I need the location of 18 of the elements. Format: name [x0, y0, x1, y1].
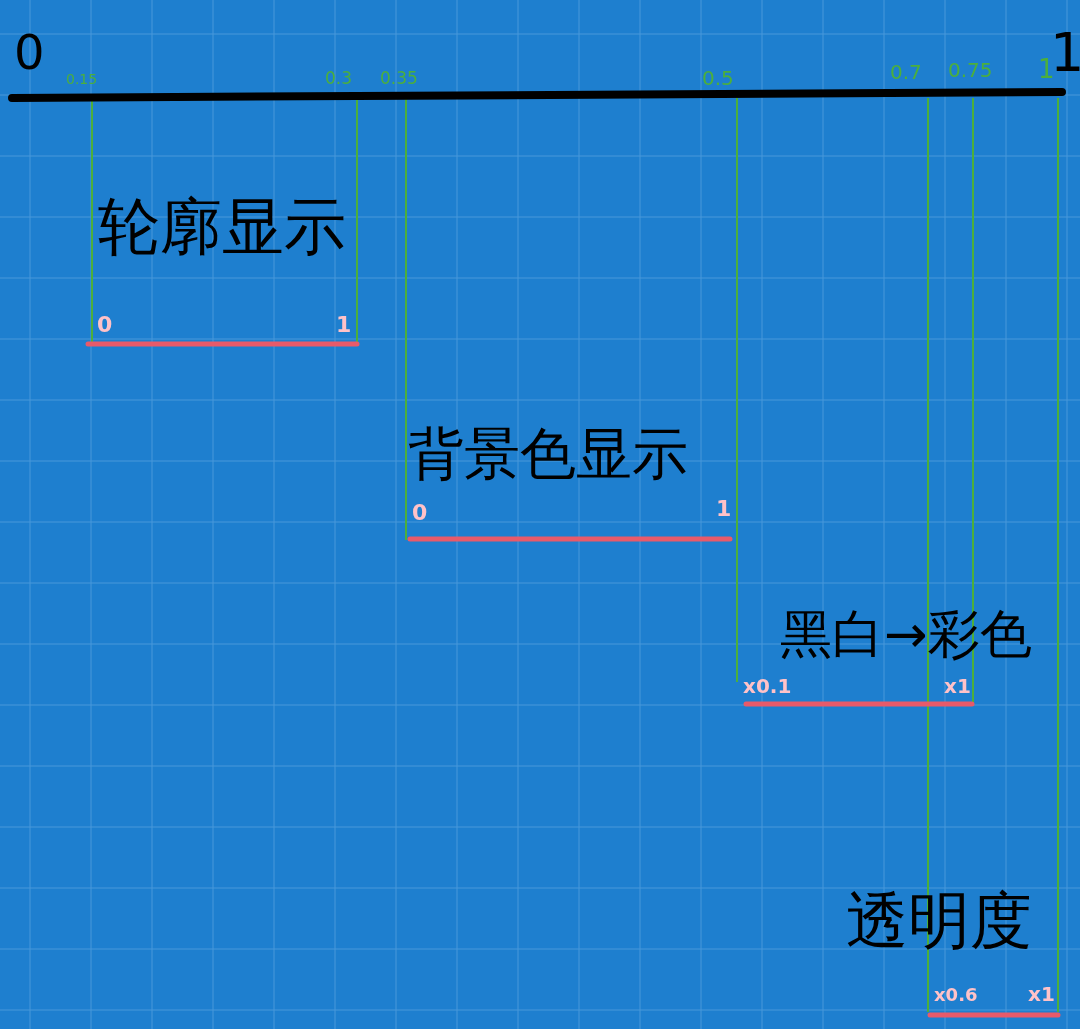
- range-end-label: 0: [412, 502, 428, 524]
- range-end-label: x1: [1028, 984, 1055, 1004]
- axis-end-label: 0: [14, 28, 45, 76]
- range-end-label: 0: [97, 314, 113, 336]
- tick-label: 0.7: [890, 62, 922, 82]
- range-end-label: x0.1: [743, 676, 792, 696]
- stage-title: 轮廓显示: [98, 196, 346, 258]
- tick-label: 0.35: [380, 70, 418, 87]
- tick-label: 0.75: [948, 60, 993, 80]
- range-end-label: x0.6: [934, 986, 978, 1004]
- range-end-label: 1: [336, 314, 352, 336]
- tick-label: 1: [1038, 56, 1055, 82]
- range-end-label: x1: [944, 676, 971, 696]
- tick-label: 0.15: [66, 72, 98, 86]
- tick-label: 0.3: [325, 70, 353, 87]
- range-end-label: 1: [716, 498, 732, 520]
- tick-label: 0.5: [702, 68, 734, 88]
- stage-title: 背景色显示: [408, 426, 688, 482]
